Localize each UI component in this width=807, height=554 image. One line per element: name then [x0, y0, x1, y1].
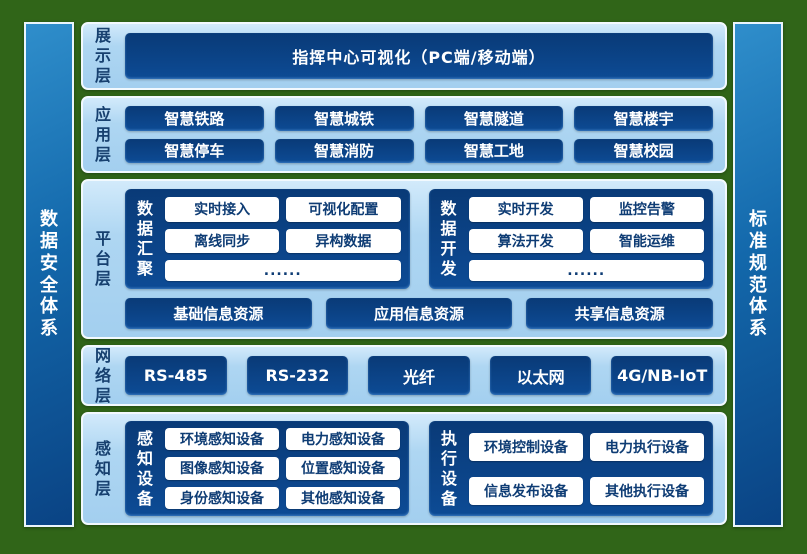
display-layer-label-zone: 展示层	[83, 24, 123, 88]
data-development-name-zone: 数据开发	[438, 197, 460, 281]
display-layer: 展示层 指挥中心可视化（PC端/移动端）	[81, 22, 727, 90]
box-other-sensing: 其他感知设备	[286, 486, 400, 509]
data-development-panel: 数据开发 实时开发 监控告警 算法开发 智能运维 ......	[428, 189, 713, 289]
data-security-system-label: 数据安全体系	[39, 208, 58, 340]
data-aggregation-panel: 数据汇聚 实时接入 可视化配置 离线同步 异构数据 ......	[125, 189, 410, 289]
platform-layer-content: 数据汇聚 实时接入 可视化配置 离线同步 异构数据 ...... 数据开发	[123, 181, 725, 337]
data-development-grid: 实时开发 监控告警 算法开发 智能运维 ......	[468, 197, 704, 281]
platform-layer-label: 平台层	[94, 229, 111, 288]
box-rs232: RS-232	[246, 356, 349, 395]
box-intelligent-ops: 智能运维	[589, 228, 704, 254]
application-layer-label: 应用层	[94, 104, 111, 164]
layer-stack: 展示层 指挥中心可视化（PC端/移动端） 应用层 智慧铁路 智慧城铁 智慧隧道 …	[81, 22, 727, 527]
standards-system-bar: 标准规范体系	[733, 22, 783, 527]
application-layer-content: 智慧铁路 智慧城铁 智慧隧道 智慧楼宇 智慧停车 智慧消防 智慧工地 智慧校园	[123, 98, 725, 171]
app-box-smart-railway: 智慧铁路	[125, 106, 264, 131]
box-image-sensing: 图像感知设备	[165, 457, 279, 480]
box-development-more: ......	[468, 260, 704, 281]
box-power-execution: 电力执行设备	[590, 432, 704, 461]
box-env-control: 环境控制设备	[469, 432, 583, 461]
platform-layer-label-zone: 平台层	[83, 181, 123, 337]
box-optical-fiber: 光纤	[368, 356, 470, 395]
box-realtime-access: 实时接入	[165, 197, 280, 222]
execution-devices-grid: 环境控制设备 电力执行设备 信息发布设备 其他执行设备	[469, 428, 704, 509]
box-info-publishing: 信息发布设备	[469, 476, 583, 505]
box-env-sensing: 环境感知设备	[165, 428, 279, 451]
box-basic-info-resource: 基础信息资源	[125, 298, 312, 329]
box-shared-info-resource: 共享信息资源	[526, 298, 714, 329]
perception-layer-label: 感知层	[94, 438, 111, 498]
box-power-sensing: 电力感知设备	[286, 428, 400, 451]
perception-layer-label-zone: 感知层	[83, 414, 123, 523]
app-box-smart-firefighting: 智慧消防	[274, 138, 414, 163]
execution-devices-name-zone: 执行设备	[438, 428, 460, 509]
app-box-smart-building: 智慧楼宇	[574, 106, 713, 131]
application-layer: 应用层 智慧铁路 智慧城铁 智慧隧道 智慧楼宇 智慧停车 智慧消防 智慧工地 智…	[81, 96, 727, 173]
data-aggregation-label: 数据汇聚	[136, 199, 153, 278]
execution-devices-label: 执行设备	[440, 428, 457, 508]
execution-devices-panel: 执行设备 环境控制设备 电力执行设备 信息发布设备 其他执行设备	[429, 421, 713, 516]
standards-system-label: 标准规范体系	[748, 208, 767, 340]
network-layer: 网络层 RS-485 RS-232 光纤 以太网 4G/NB-IoT	[81, 345, 727, 406]
network-layer-label-zone: 网络层	[83, 345, 123, 405]
sensing-devices-label: 感知设备	[136, 428, 153, 508]
data-aggregation-name-zone: 数据汇聚	[134, 197, 156, 281]
platform-layer: 平台层 数据汇聚 实时接入 可视化配置 离线同步 异构数据 ......	[81, 179, 727, 339]
box-algorithm-dev: 算法开发	[468, 228, 583, 254]
data-security-system-bar: 数据安全体系	[24, 22, 74, 527]
box-rs485: RS-485	[125, 356, 227, 395]
box-heterogeneous-data: 异构数据	[286, 228, 401, 254]
perception-layer-content: 感知设备 环境感知设备 电力感知设备 图像感知设备 位置感知设备 身份感知设备 …	[123, 414, 725, 523]
app-box-smart-metro: 智慧城铁	[274, 106, 414, 131]
sensing-devices-panel: 感知设备 环境感知设备 电力感知设备 图像感知设备 位置感知设备 身份感知设备 …	[125, 421, 409, 516]
sensing-devices-name-zone: 感知设备	[134, 428, 156, 509]
network-layer-label: 网络层	[94, 345, 111, 405]
display-layer-content: 指挥中心可视化（PC端/移动端）	[123, 24, 725, 88]
app-box-smart-campus: 智慧校园	[574, 138, 713, 163]
platform-groups: 数据汇聚 实时接入 可视化配置 离线同步 异构数据 ...... 数据开发	[125, 189, 713, 289]
box-other-execution: 其他执行设备	[590, 476, 704, 505]
application-layer-label-zone: 应用层	[83, 98, 123, 171]
network-layer-content: RS-485 RS-232 光纤 以太网 4G/NB-IoT	[123, 347, 725, 404]
box-monitor-alarm: 监控告警	[589, 197, 704, 222]
box-4g-nbiot: 4G/NB-IoT	[611, 356, 713, 395]
sensing-devices-grid: 环境感知设备 电力感知设备 图像感知设备 位置感知设备 身份感知设备 其他感知设…	[165, 428, 400, 509]
perception-layer: 感知层 感知设备 环境感知设备 电力感知设备 图像感知设备 位置感知设备 身份感…	[81, 412, 727, 525]
command-center-visualization-box: 指挥中心可视化（PC端/移动端）	[125, 33, 713, 79]
app-box-smart-tunnel: 智慧隧道	[424, 106, 564, 131]
box-realtime-dev: 实时开发	[468, 197, 583, 222]
app-box-smart-worksite: 智慧工地	[424, 138, 564, 163]
platform-resources-row: 基础信息资源 应用信息资源 共享信息资源	[125, 298, 714, 329]
box-offline-sync: 离线同步	[165, 228, 280, 254]
app-box-smart-parking: 智慧停车	[125, 138, 264, 163]
box-ethernet: 以太网	[489, 356, 592, 395]
box-aggregation-more: ......	[165, 260, 401, 281]
box-visual-config: 可视化配置	[286, 197, 401, 222]
data-aggregation-grid: 实时接入 可视化配置 离线同步 异构数据 ......	[165, 197, 401, 281]
data-development-label: 数据开发	[440, 199, 457, 278]
box-application-info-resource: 应用信息资源	[325, 298, 513, 329]
box-identity-sensing: 身份感知设备	[165, 486, 279, 509]
box-position-sensing: 位置感知设备	[286, 457, 400, 480]
display-layer-label: 展示层	[94, 26, 111, 85]
